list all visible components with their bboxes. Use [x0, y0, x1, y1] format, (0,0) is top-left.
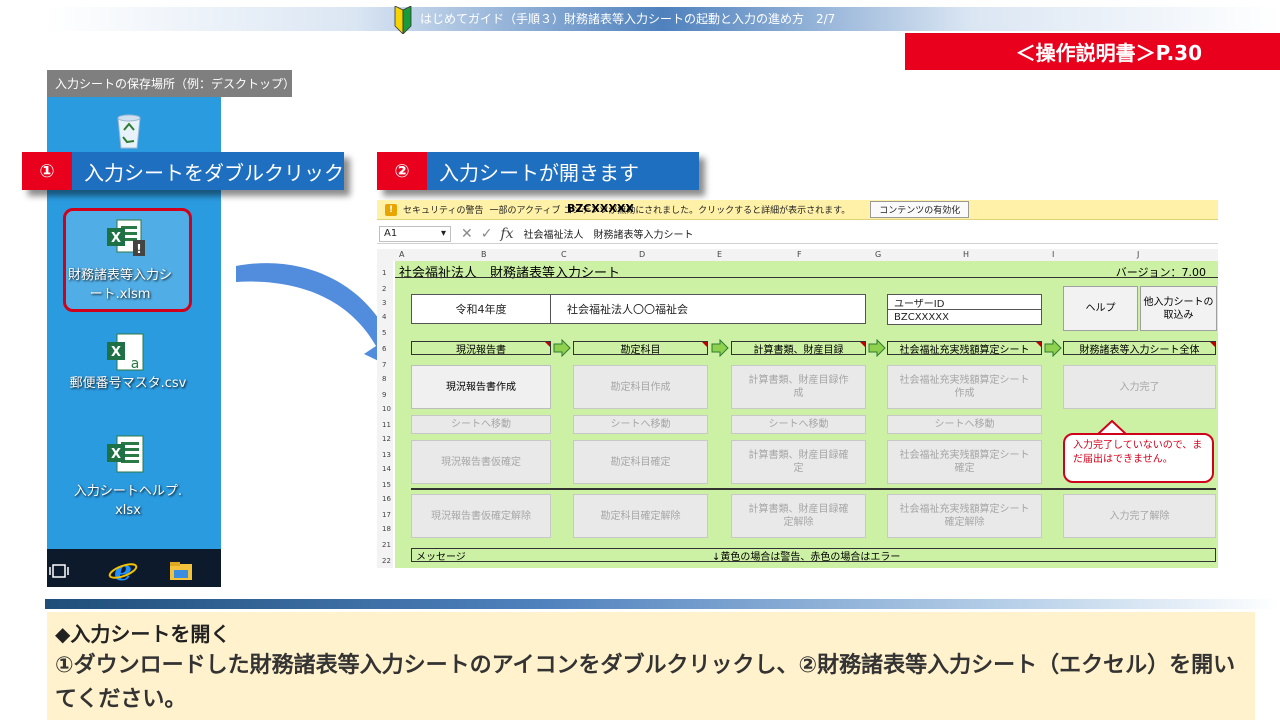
header-band: [45, 7, 1280, 31]
step-2-label: ② 入力シートが開きます: [377, 152, 699, 190]
import-other-sheet-button[interactable]: 他入力シートの取込み: [1140, 286, 1217, 331]
selected-file-highlight: [63, 208, 192, 312]
step-head-kanjo: 勘定科目: [573, 341, 708, 356]
svg-text:X: X: [111, 231, 121, 246]
message-note: ↓黄色の場合は警告、赤色の場合はエラー: [712, 551, 901, 563]
create-kanjo-button[interactable]: 勘定科目作成: [573, 365, 708, 409]
enable-content-button[interactable]: コンテンツの有効化: [870, 201, 970, 218]
file-label-csv[interactable]: 郵便番号マスタ.csv: [69, 376, 187, 391]
fiscal-year-cell[interactable]: 令和4年度: [411, 294, 551, 324]
confirm-keisan-button[interactable]: 計算書類、財産目録確定: [731, 440, 866, 484]
message-row: メッセージ ↓黄色の場合は警告、赤色の場合はエラー: [411, 548, 1216, 563]
corporation-name-cell[interactable]: 社会福祉法人〇〇福祉会: [550, 294, 866, 324]
cancel-input-complete-button[interactable]: 入力完了解除: [1063, 494, 1216, 538]
step-head-keisan: 計算書類、財産目録: [731, 341, 866, 356]
flow-arrow-icon: [553, 339, 571, 357]
step-head-genkyo: 現況報告書: [411, 341, 551, 356]
file-label-help[interactable]: 入力シートヘルプ. xlsx: [73, 484, 183, 518]
svg-text:X: X: [111, 345, 121, 360]
sheet-title: 社会福祉法人 財務諸表等入力シート: [399, 266, 621, 281]
cancel-genkyo-button[interactable]: 現況報告書仮確定解除: [411, 494, 551, 538]
confirm-juujitsu-button[interactable]: 社会福祉充実残額算定シート確定: [887, 440, 1042, 484]
instruction-heading: ◆入力シートを開く: [55, 622, 231, 646]
user-id-label: ユーザーID: [887, 294, 1042, 310]
cancel-icon[interactable]: ✕: [461, 225, 473, 242]
flow-arrow-icon: [1044, 339, 1062, 357]
svg-text:e: e: [114, 556, 132, 584]
create-genkyo-button[interactable]: 現況報告書作成: [411, 365, 551, 409]
row-headers: 1 2 3 4 5 6 7 8 9 10 11 12 13 14 15 16 1…: [377, 261, 393, 568]
instruction-box: [47, 612, 1255, 720]
beginner-mark-icon: [394, 6, 412, 34]
cancel-kanjo-button[interactable]: 勘定科目確定解除: [573, 494, 708, 538]
function-icon[interactable]: fx: [500, 225, 514, 242]
warning-icon: !: [385, 203, 397, 216]
help-button[interactable]: ヘルプ: [1063, 286, 1138, 331]
save-location-label: 入力シートの保存場所（例：デスクトップ）: [47, 70, 295, 97]
excel-macro-icon[interactable]: X !: [103, 216, 149, 262]
page-title: はじめてガイド（手順３）財務諸表等入力シートの起動と入力の進め方 2/7: [420, 12, 836, 26]
task-view-icon[interactable]: [48, 562, 70, 580]
message-label: メッセージ: [416, 551, 466, 563]
create-juujitsu-button[interactable]: 社会福祉充実残額算定シート作成: [887, 365, 1042, 409]
input-complete-button[interactable]: 入力完了: [1063, 365, 1216, 409]
recycle-bin-icon[interactable]: [110, 110, 148, 150]
cancel-juujitsu-button[interactable]: 社会福祉充実残額算定シート確定解除: [887, 494, 1042, 538]
formula-input[interactable]: 社会福祉法人 財務諸表等入力シート: [523, 230, 694, 241]
csv-icon[interactable]: X a: [103, 330, 149, 376]
user-id-overlay: BZCXXXXX: [567, 202, 634, 215]
cancel-keisan-button[interactable]: 計算書類、財産目録確定解除: [731, 494, 866, 538]
user-id-value[interactable]: BZCXXXXX: [887, 309, 1042, 325]
step-head-juujitsu: 社会福祉充実残額算定シート: [887, 341, 1042, 356]
confirm-kanjo-button[interactable]: 勘定科目確定: [573, 440, 708, 484]
svg-text:!: !: [136, 242, 141, 256]
step-head-zentai: 財務諸表等入力シート全体: [1063, 341, 1216, 356]
file-explorer-icon[interactable]: [168, 560, 194, 582]
dropdown-icon: ▾: [440, 228, 446, 239]
instruction-text: ①ダウンロードした財務諸表等入力シートのアイコンをダブルクリックし、②財務諸表等…: [55, 653, 1236, 712]
move-genkyo-button[interactable]: シートへ移動: [411, 415, 551, 434]
flow-arrow-icon: [711, 339, 729, 357]
step-1-label: ① 入力シートをダブルクリック: [22, 152, 344, 190]
flow-arrow-icon: [868, 339, 886, 357]
manual-reference-badge: ＜操作説明書＞P.30: [905, 33, 1280, 70]
not-submitted-callout: 入力完了していないので、まだ届出はできません。: [1063, 433, 1214, 483]
callout-pointer: [1097, 420, 1127, 436]
enter-icon[interactable]: ✓: [480, 225, 493, 242]
formula-bar: A1▾ ✕ ✓ fx 社会福祉法人 財務諸表等入力シート: [377, 224, 1218, 244]
file-label-xlsm[interactable]: 財務諸表等入力シ ート.xlsm: [67, 268, 172, 302]
name-box[interactable]: A1▾: [379, 225, 451, 242]
move-juujitsu-button[interactable]: シートへ移動: [887, 415, 1042, 434]
security-warning-bar: ! セキュリティの警告 一部のアクティブ コンテンツが無効にされました。クリック…: [377, 200, 1218, 220]
bottom-band: [45, 599, 1280, 609]
svg-text:X: X: [111, 447, 121, 462]
confirm-genkyo-button[interactable]: 現況報告書仮確定: [411, 440, 551, 484]
column-headers: A B C D E F G H I J: [377, 249, 1218, 261]
excel-window: ! セキュリティの警告 一部のアクティブ コンテンツが無効にされました。クリック…: [377, 200, 1218, 568]
create-keisan-button[interactable]: 計算書類、財産目録作成: [731, 365, 866, 409]
internet-explorer-icon[interactable]: e: [108, 556, 138, 584]
svg-text:a: a: [131, 356, 140, 372]
move-kanjo-button[interactable]: シートへ移動: [573, 415, 708, 434]
move-keisan-button[interactable]: シートへ移動: [731, 415, 866, 434]
version-label: バージョン：7.00: [1115, 266, 1206, 279]
excel-icon[interactable]: X: [103, 432, 149, 478]
